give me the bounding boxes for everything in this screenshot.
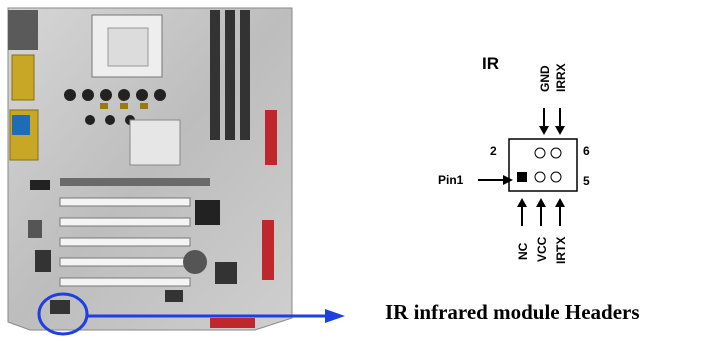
- pin-number-6: 6: [583, 144, 590, 158]
- ir-header-highlight: [37, 292, 89, 336]
- pin-label-vcc: VCC: [535, 236, 549, 262]
- pin1-label: Pin1: [438, 173, 464, 187]
- pin-number-2: 2: [490, 144, 497, 158]
- caption: IR infrared module Headers: [385, 300, 640, 324]
- pin-label-irtx: IRTX: [554, 236, 568, 264]
- pin-bottom-middle: [534, 171, 546, 183]
- motherboard-image: [7, 7, 293, 336]
- pin-6-top-right: [550, 147, 562, 159]
- diagram-title: IR: [482, 54, 499, 73]
- pin-label-nc: NC: [516, 242, 530, 260]
- pin-5-bottom-right: [550, 171, 562, 183]
- header-pinout: [478, 108, 578, 226]
- ir-header-diagram: IR GND IRRX 2 6 5 Pin1 NC VCC IR: [430, 30, 630, 280]
- pin-1-square: [517, 172, 527, 182]
- pin-number-5: 5: [583, 174, 590, 188]
- pin-top-middle: [534, 147, 546, 159]
